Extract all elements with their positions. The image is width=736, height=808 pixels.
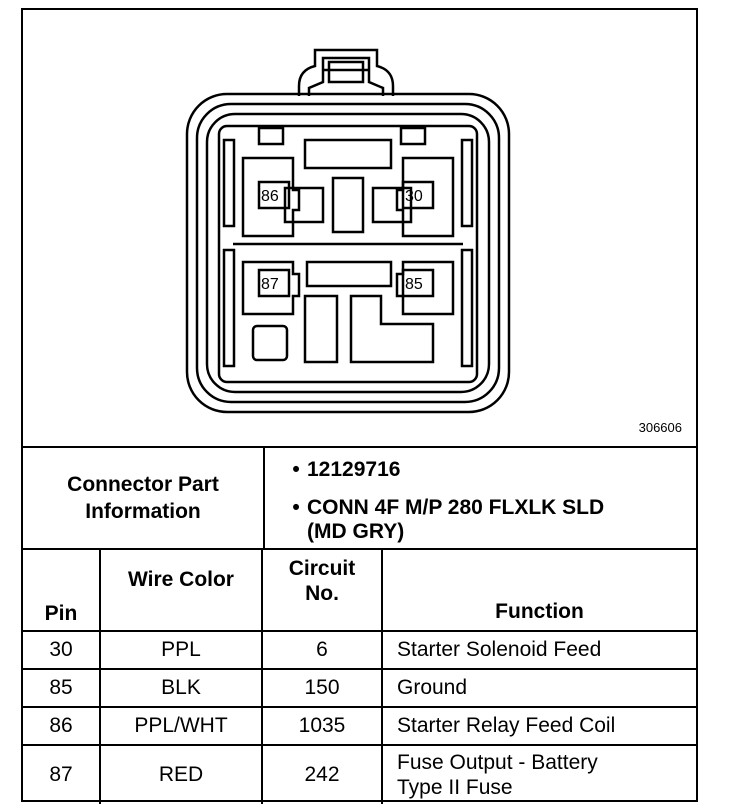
cavity-30 <box>395 156 455 238</box>
connector-part-info: Connector Part Information •12129716 •CO… <box>23 448 696 550</box>
cell-pin: 30 <box>23 630 101 670</box>
header-circuit: Circuit No. <box>261 550 383 632</box>
housing-ring-2 <box>195 102 501 404</box>
cell-circuit: 6 <box>261 630 383 670</box>
cell-function: Starter Solenoid Feed <box>381 630 696 670</box>
pin-label-30: 30 <box>405 188 423 205</box>
cell-pin: 86 <box>23 706 101 746</box>
part-info-label: Connector Part Information <box>23 448 265 548</box>
cell-function: Starter Relay Feed Coil <box>381 706 696 746</box>
part-info-label-line2: Information <box>85 500 201 523</box>
housing-ring-3 <box>205 112 491 394</box>
figure-code: 306606 <box>638 420 682 435</box>
header-function: Function <box>381 550 696 632</box>
pin-label-86: 86 <box>261 188 279 205</box>
table-row: 86 PPL/WHT 1035 Starter Relay Feed Coil <box>23 706 696 746</box>
header-wire-color: Wire Color <box>99 550 263 632</box>
cell-pin: 87 <box>23 744 101 804</box>
header-pin: Pin <box>23 550 101 632</box>
bullet-icon: • <box>292 458 300 481</box>
cell-circuit: 150 <box>261 668 383 708</box>
connector-color-item: (MD GRY) <box>307 520 405 543</box>
cell-wire-color: PPL <box>99 630 263 670</box>
pin-label-85: 85 <box>405 276 423 293</box>
housing-inner <box>217 124 479 384</box>
cell-wire-color: BLK <box>99 668 263 708</box>
cell-pin: 85 <box>23 668 101 708</box>
cavity-86 <box>241 156 301 238</box>
part-number-item: •12129716 <box>285 458 400 482</box>
cell-circuit: 242 <box>261 744 383 804</box>
housing-outer <box>185 92 511 414</box>
table-row: 30 PPL 6 Starter Solenoid Feed <box>23 630 696 670</box>
pin-table: Pin Wire Color Circuit No. Function 30 P… <box>23 550 696 804</box>
table-header-row: Pin Wire Color Circuit No. Function <box>23 550 696 632</box>
cell-function: Fuse Output - Battery Type II Fuse <box>381 744 696 804</box>
latch-inner <box>307 56 385 96</box>
connector-diagram-area: 86 30 87 85 306606 <box>23 10 696 448</box>
table-row: 87 RED 242 Fuse Output - Battery Type II… <box>23 744 696 804</box>
part-info-label-line1: Connector Part <box>67 473 219 496</box>
cavity-87 <box>241 260 301 316</box>
connector-description-item: •CONN 4F M/P 280 FLXLK SLD <box>285 496 604 520</box>
latch-outer <box>297 48 395 96</box>
bullet-icon: • <box>292 496 300 519</box>
connector-sheet: 86 30 87 85 306606 Connector Part Inform… <box>21 8 698 804</box>
cell-function: Ground <box>381 668 696 708</box>
cell-circuit: 1035 <box>261 706 383 746</box>
cell-wire-color: RED <box>99 744 263 804</box>
table-row: 85 BLK 150 Ground <box>23 668 696 708</box>
cell-wire-color: PPL/WHT <box>99 706 263 746</box>
pin-label-87: 87 <box>261 276 279 293</box>
connector-face-drawing: 86 30 87 85 <box>185 48 511 414</box>
